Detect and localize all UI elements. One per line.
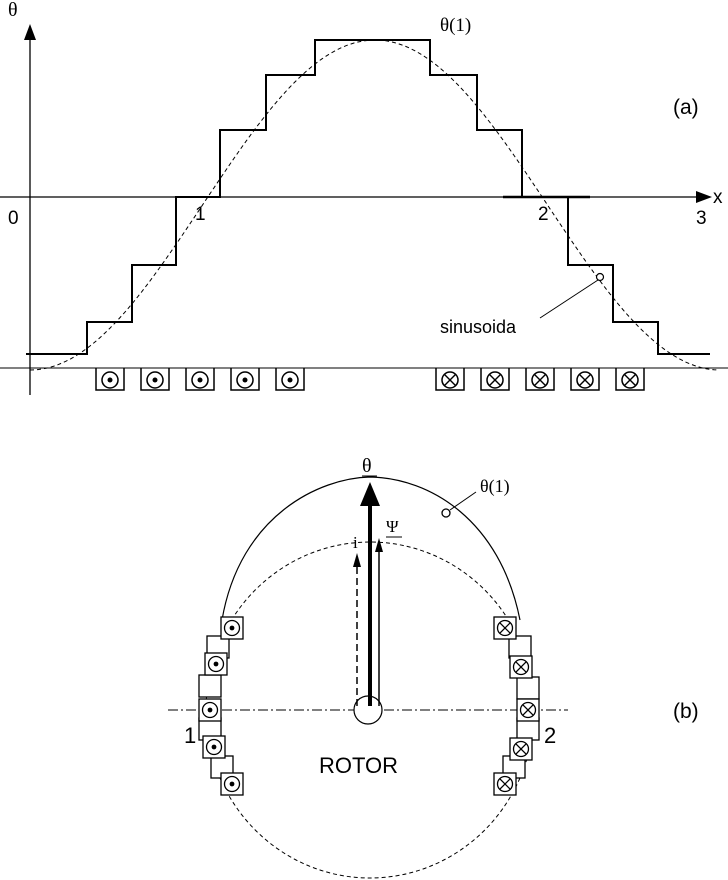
slot-box — [198, 674, 222, 698]
sinusoid-label: sinusoida — [440, 317, 517, 337]
slot-box — [516, 676, 540, 700]
conductor-out — [204, 652, 228, 676]
panel-a: θ x 0 1 2 3 θ(1) (a) sinusoida — [0, 0, 728, 395]
conductor-in — [509, 737, 533, 761]
fundamental-label-b: θ(1) — [480, 476, 510, 497]
panel-b: θ Ψ i θ(1) 1 2 ROTOR (b) — [168, 455, 699, 879]
conductor-in — [615, 368, 645, 391]
x-axis-label: x — [713, 187, 723, 208]
panel-label-b: (b) — [673, 700, 699, 723]
y-axis-label: θ — [8, 0, 18, 21]
conductor-in — [525, 368, 555, 391]
tick-label-1: 1 — [195, 204, 206, 225]
conductor-in — [480, 368, 510, 391]
theta-label: θ — [362, 455, 372, 477]
conductor-out — [95, 368, 125, 391]
sinusoid-leader — [539, 279, 599, 319]
flux-label: Ψ — [386, 517, 399, 536]
sinusoid-curve — [29, 39, 719, 371]
conductor-in — [509, 655, 533, 679]
tick-label-2: 2 — [538, 204, 549, 225]
current-vector — [353, 553, 361, 706]
tick-label-3: 3 — [696, 208, 707, 229]
conductor-in — [493, 616, 517, 640]
y-axis — [24, 24, 36, 395]
fundamental-marker-b — [441, 508, 451, 518]
conductor-out — [202, 735, 226, 759]
panel-label-a: (a) — [673, 96, 699, 119]
conductor-out — [185, 368, 215, 391]
conductor-out — [275, 368, 305, 391]
conductor-in — [435, 368, 465, 391]
conductor-in — [493, 772, 517, 796]
flux-vector — [375, 538, 383, 706]
side-label-1: 1 — [184, 723, 196, 748]
sinusoid-marker — [595, 272, 605, 282]
x-axis — [0, 191, 712, 203]
conductor-out — [140, 368, 170, 391]
conductor-in — [570, 368, 600, 391]
fundamental-label-a: θ(1) — [440, 15, 471, 36]
stator-slots-b — [198, 616, 540, 796]
stator-slots — [95, 368, 645, 391]
side-label-2: 2 — [544, 723, 556, 748]
fundamental-leader-b — [449, 491, 477, 511]
rotor-label: ROTOR — [319, 753, 398, 778]
origin-label: 0 — [8, 208, 19, 229]
conductor-out — [220, 772, 244, 796]
theta-vector — [360, 482, 380, 706]
conductor-out — [198, 698, 222, 722]
fundamental-curve-b — [221, 476, 521, 621]
conductor-out — [220, 616, 244, 640]
conductor-out — [230, 368, 260, 391]
conductor-in — [516, 698, 540, 722]
current-label: i — [353, 533, 358, 552]
